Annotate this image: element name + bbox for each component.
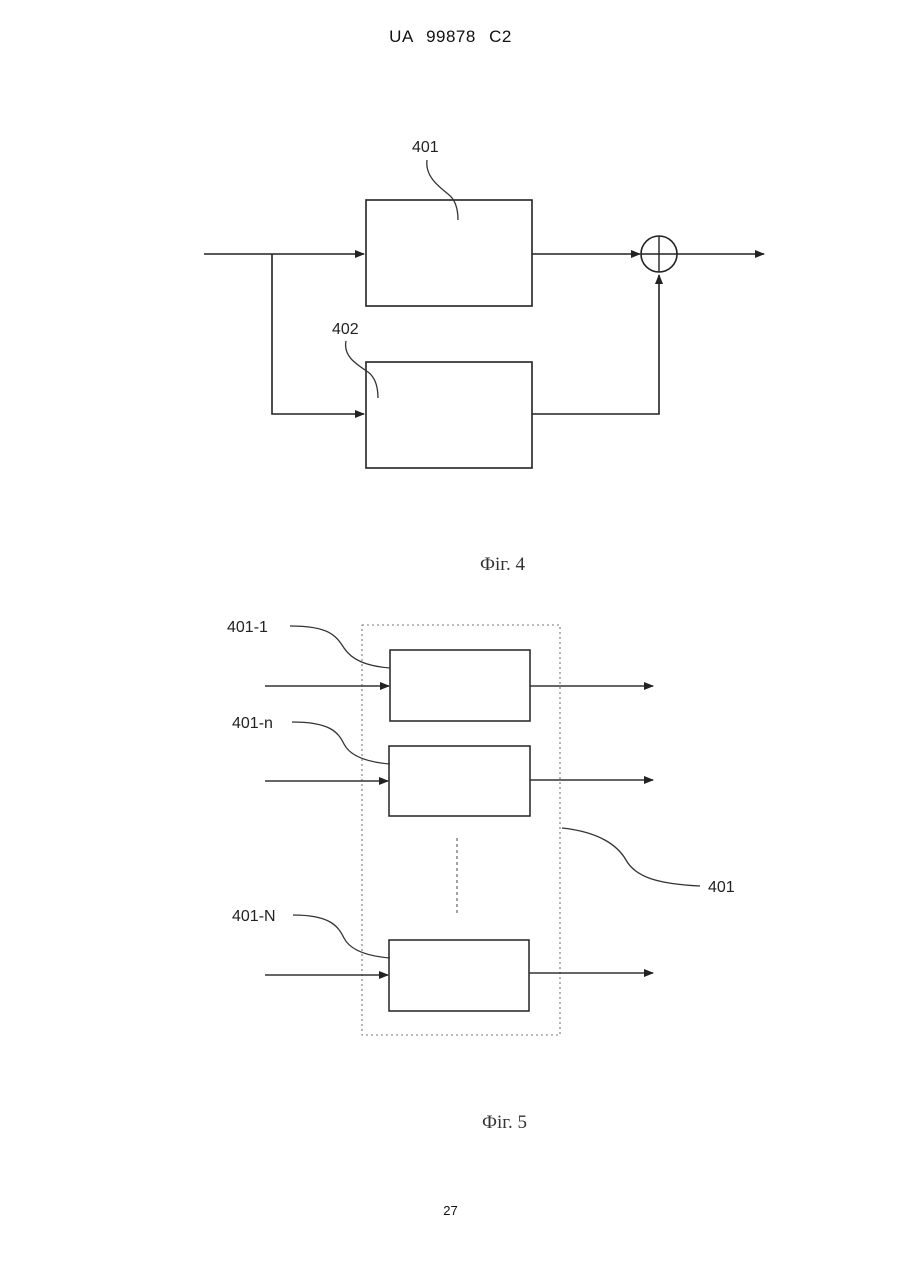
leader-401-N [293,915,390,958]
label-402: 402 [332,321,359,338]
summing-node [641,236,677,272]
block-402-output [532,275,659,414]
block-401 [366,200,532,306]
sub-block-401-N [389,940,529,1011]
leader-401-n [292,722,390,764]
figure-4-diagram: 401 402 Фіг. 4 [0,0,901,600]
sub-block-401-1 [390,650,530,721]
figure-5-caption: Фіг. 5 [482,1112,527,1133]
label-401-N: 401-N [232,908,276,925]
label-401: 401 [412,139,439,156]
sub-block-401-n [389,746,530,816]
page-number: 27 [0,1203,901,1218]
label-401-group: 401 [708,879,735,896]
block-402 [366,362,532,468]
label-401-1: 401-1 [227,619,268,636]
figure-4-caption: Фіг. 4 [480,554,525,575]
leader-401-group [562,828,700,886]
figure-5-diagram: 401-1 401-n 401-N 401 Фіг. 5 [0,600,901,1160]
leader-401-1 [290,626,390,668]
label-401-n: 401-n [232,715,273,732]
